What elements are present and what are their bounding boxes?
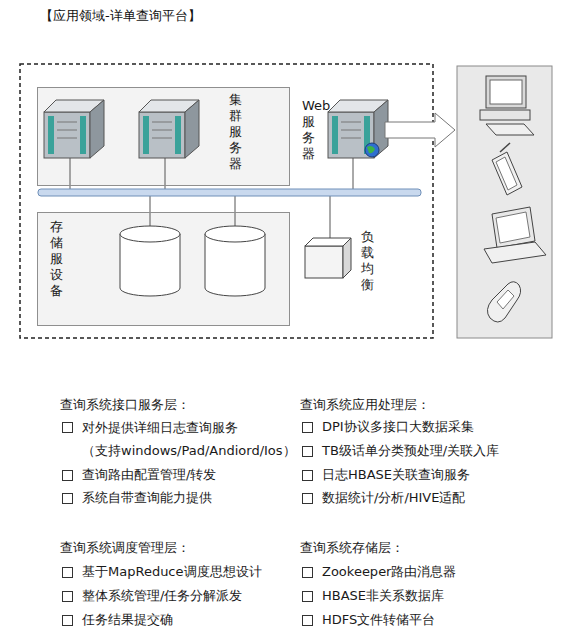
section-heading: 查询系统应用处理层： [300, 397, 530, 413]
server-front [44, 112, 90, 158]
wire [353, 156, 354, 190]
cube-side [343, 238, 351, 278]
disk-top [120, 226, 180, 242]
checkbox [63, 592, 73, 602]
keyboard [486, 124, 534, 135]
server-panel [332, 116, 338, 154]
node-label: 存储服设备 [50, 219, 64, 299]
server-side [185, 100, 199, 158]
disk-body [205, 234, 265, 296]
web-server-node: Web服务器 [299, 96, 379, 164]
tablet-screen [496, 157, 517, 190]
server-slot [57, 138, 77, 139]
server-slot [152, 130, 172, 131]
desktop-base [480, 110, 530, 120]
list-item: TB级话单分类预处理/关联入库 [322, 443, 552, 459]
list-item: HBASE非关系数据库 [322, 588, 552, 604]
list-item: 对外提供详细日志查询服务 （支持windows/Pad/Andiord/Ios） [82, 416, 322, 462]
load-balancer-node: 负载均衡 [300, 226, 385, 286]
server-panel [143, 116, 149, 154]
server-slot [57, 122, 77, 123]
laptop-base [484, 242, 546, 263]
diagram-title: 【应用领域-详单查询平台】 [40, 8, 201, 24]
wire [165, 156, 166, 190]
list-item: 查询路由配置管理/转发 [82, 467, 282, 483]
list-item: 日志HBASE关联查询服务 [322, 467, 552, 483]
screen [490, 80, 522, 104]
server-panel [80, 116, 86, 154]
checkbox [63, 568, 73, 578]
phone-screen [497, 290, 514, 309]
checkbox [63, 616, 73, 626]
monitor [486, 76, 526, 108]
list-item: 基于MapReduce调度思想设计 [82, 564, 292, 580]
list-item: HDFS文件转储平台 [322, 612, 552, 628]
cluster-panel: 集群服务器 [37, 87, 290, 186]
server-panel [48, 116, 54, 154]
list-item: 系统自带查询能力提供 [82, 490, 282, 506]
list-item: 整体系统管理/任务分解派发 [82, 588, 292, 604]
checkbox [303, 447, 313, 457]
server-slot [57, 130, 77, 131]
system-boundary [20, 64, 433, 338]
network-bus [38, 189, 421, 196]
client-panel [457, 66, 552, 338]
checkbox [63, 494, 73, 504]
disk-icon [205, 226, 265, 296]
output-arrow [385, 113, 455, 147]
storage-panel-fill [37, 212, 290, 326]
phone-icon [487, 282, 520, 322]
checkbox [303, 568, 313, 578]
laptop-icon [484, 207, 546, 263]
disk-top [205, 226, 265, 242]
server-icon [139, 100, 199, 158]
checkbox [63, 423, 73, 433]
stylus [500, 143, 510, 152]
section-heading: 查询系统存储层： [300, 540, 530, 556]
list-item: DPI协议多接口大数据采集 [322, 419, 552, 435]
server-slot [152, 138, 172, 139]
checkbox [303, 592, 313, 602]
tablet-icon [492, 143, 522, 195]
checkbox [63, 471, 73, 481]
cube-front [305, 246, 343, 278]
list-item: 任务结果提交确 [82, 612, 292, 628]
phone-body [487, 282, 520, 322]
disk-body [120, 234, 180, 296]
node-label: Web服务器 [302, 98, 316, 162]
globe-icon [365, 143, 379, 157]
checkbox [303, 423, 313, 433]
balancer-icon [305, 238, 351, 278]
server-icon [328, 100, 388, 158]
server-slot [152, 122, 172, 123]
wire [330, 196, 331, 240]
server-slot [341, 138, 361, 139]
globe-land [367, 146, 375, 153]
section-heading: 查询系统接口服务层： [60, 397, 290, 413]
server-slot [341, 122, 361, 123]
server-panel [175, 116, 181, 154]
server-front [139, 112, 185, 158]
server-slot [341, 130, 361, 131]
laptop-display [496, 212, 530, 243]
list-item: Zookeeper路由消息器 [322, 564, 552, 580]
server-side [90, 100, 104, 158]
checkbox [303, 616, 313, 626]
disk-icon [120, 226, 180, 296]
storage-panel: 存储服设备 [37, 212, 290, 326]
server-icon [44, 100, 104, 158]
node-label: 集群服务器 [229, 92, 243, 172]
wire [70, 156, 71, 190]
list-item: 数据统计/分析/HIVE适配 [322, 490, 552, 506]
desktop-icon [480, 76, 534, 135]
checkbox [303, 471, 313, 481]
node-label: 负载均衡 [361, 229, 375, 293]
checkbox [303, 494, 313, 504]
laptop-screen [492, 207, 535, 248]
tablet-body [492, 152, 522, 195]
cluster-panel-fill [37, 87, 290, 186]
section-heading: 查询系统调度管理层： [60, 540, 290, 556]
